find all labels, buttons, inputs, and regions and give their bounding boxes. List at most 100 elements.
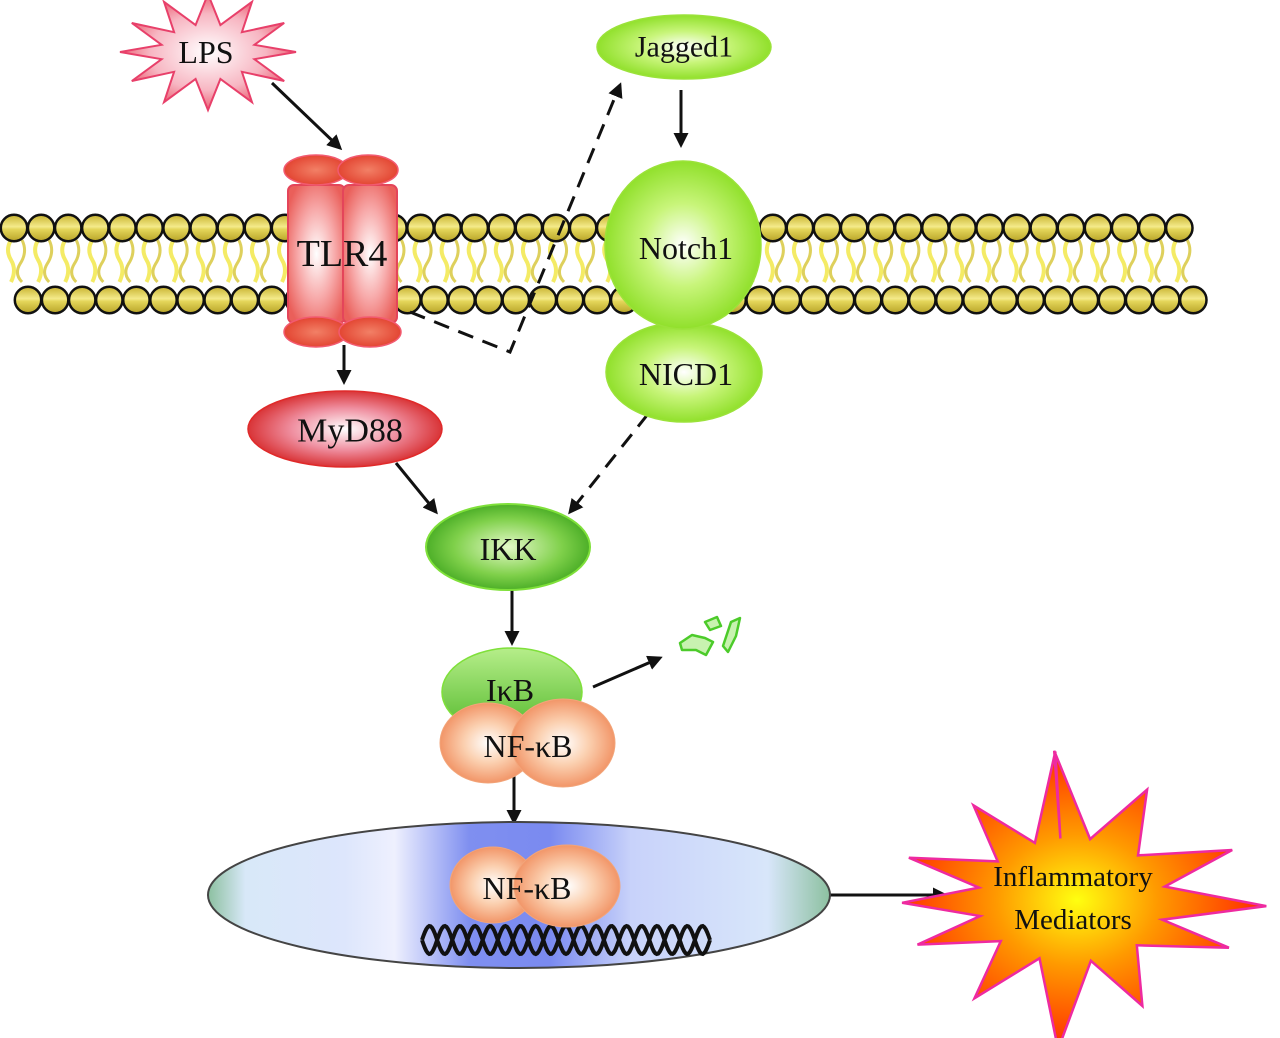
lipid-tail bbox=[124, 239, 135, 284]
lipid-tail bbox=[422, 239, 433, 284]
edge-myd88-ikk bbox=[394, 462, 438, 515]
lipid-tail bbox=[900, 238, 911, 283]
lipid-tail bbox=[774, 239, 785, 284]
lipid-head bbox=[149, 285, 178, 315]
lipid-head bbox=[257, 285, 287, 315]
lipid-head bbox=[26, 213, 56, 243]
lipid-head bbox=[13, 285, 43, 315]
mediators-starburst-shape bbox=[901, 750, 1267, 1038]
lipid-head bbox=[785, 213, 815, 243]
lipid-tail bbox=[1099, 239, 1111, 284]
lipid-tail bbox=[60, 238, 71, 283]
lipid-tail bbox=[1144, 238, 1155, 283]
lipid-head bbox=[866, 213, 896, 243]
lipid-head bbox=[406, 213, 435, 243]
jagged1-label: Jagged1 bbox=[635, 31, 733, 64]
edge-ikb-degradation bbox=[592, 655, 663, 689]
lipid-tail bbox=[15, 239, 27, 284]
nfkb-cytoplasm-label: NF-κB bbox=[483, 728, 572, 764]
lipid-head bbox=[758, 213, 788, 243]
fragment-1 bbox=[678, 633, 715, 657]
lipid-head bbox=[948, 213, 977, 243]
lipid-tail bbox=[575, 238, 586, 283]
lipid-head bbox=[1056, 213, 1086, 243]
ikk-label: IKK bbox=[480, 531, 537, 567]
lipid-head bbox=[1124, 285, 1154, 315]
edge-nicd1-ikk bbox=[568, 413, 650, 515]
edge-tlr4-jagged1 bbox=[409, 82, 623, 354]
lipid-head bbox=[1043, 285, 1073, 315]
lipid-tail bbox=[1018, 239, 1029, 284]
lipid-head bbox=[893, 213, 923, 243]
lipid-tail bbox=[791, 238, 802, 283]
lipid-head bbox=[392, 285, 422, 315]
lipid-head bbox=[839, 213, 869, 243]
lipid-head bbox=[121, 285, 151, 315]
lipid-head bbox=[1097, 285, 1127, 315]
lipid-head bbox=[975, 213, 1005, 243]
lipid-head bbox=[474, 285, 504, 315]
lipid-tail bbox=[476, 239, 487, 284]
myd88-shape bbox=[247, 390, 443, 468]
lipid-tail bbox=[87, 238, 98, 283]
lipid-head bbox=[1137, 213, 1167, 243]
fragment-3 bbox=[721, 616, 742, 654]
node-lps: LPS bbox=[119, 0, 297, 113]
lipid-tail bbox=[466, 238, 477, 283]
edge-lps-tlr4 bbox=[270, 81, 343, 151]
lipid-tail bbox=[43, 239, 54, 284]
mediators-label-line1: Inflammatory bbox=[993, 861, 1153, 893]
lipid-head bbox=[1016, 285, 1046, 315]
lipid-tail bbox=[981, 238, 992, 283]
lipid-head bbox=[799, 285, 829, 315]
lipid-head bbox=[420, 285, 449, 315]
lipid-head bbox=[962, 285, 991, 315]
lipid-head bbox=[1164, 213, 1194, 243]
node-ikk: IKK bbox=[425, 503, 591, 591]
node-notch1: Notch1 bbox=[604, 160, 762, 330]
lipid-tail bbox=[1090, 238, 1100, 283]
lipid-tail bbox=[883, 239, 894, 284]
mediators-label-line2: Mediators bbox=[1014, 904, 1132, 936]
lipid-tail bbox=[205, 239, 216, 284]
node-myd88: MyD88 bbox=[247, 390, 443, 468]
lipid-head bbox=[920, 213, 950, 243]
lipid-head bbox=[135, 213, 164, 243]
jagged1-shape bbox=[596, 14, 772, 80]
lipid-head bbox=[582, 285, 612, 315]
lipid-tail bbox=[954, 238, 965, 283]
lipid-head bbox=[487, 213, 517, 243]
lipid-tail bbox=[819, 238, 829, 283]
node-inflammatory-mediators: Inflammatory Mediators bbox=[901, 750, 1267, 1038]
node-ikb-nfkb-complex: IκB NF-κB bbox=[439, 647, 616, 788]
lipid-head bbox=[1070, 285, 1100, 315]
lipid-head bbox=[1178, 285, 1208, 315]
notch1-shape bbox=[604, 160, 762, 330]
lipid-head bbox=[812, 213, 842, 243]
lipid-tail bbox=[873, 238, 884, 283]
lipid-tail bbox=[151, 239, 162, 284]
lipid-head bbox=[989, 285, 1019, 315]
node-jagged1: Jagged1 bbox=[596, 14, 772, 80]
lipid-head bbox=[94, 285, 124, 315]
lipid-head bbox=[501, 285, 531, 315]
lipid-head bbox=[528, 285, 558, 315]
lipid-tail bbox=[439, 238, 450, 283]
lipid-tail bbox=[856, 239, 867, 284]
lipid-tail bbox=[937, 239, 948, 284]
lipid-head bbox=[243, 213, 273, 243]
lipid-head bbox=[568, 213, 598, 243]
lipid-head bbox=[0, 213, 29, 243]
lipid-head bbox=[514, 213, 544, 243]
tlr4-cap-bottom-right bbox=[338, 316, 402, 348]
tlr4-cap-top-right bbox=[337, 154, 399, 186]
lipid-tail bbox=[6, 238, 16, 283]
lipid-tail bbox=[1062, 238, 1073, 283]
lipid-head bbox=[541, 213, 571, 243]
lipid-head bbox=[67, 285, 97, 315]
lipid-tail bbox=[114, 238, 125, 283]
lipid-tail bbox=[503, 239, 514, 284]
lipid-tail bbox=[1008, 238, 1019, 283]
lipid-head bbox=[460, 213, 490, 243]
lipid-head bbox=[216, 213, 246, 243]
